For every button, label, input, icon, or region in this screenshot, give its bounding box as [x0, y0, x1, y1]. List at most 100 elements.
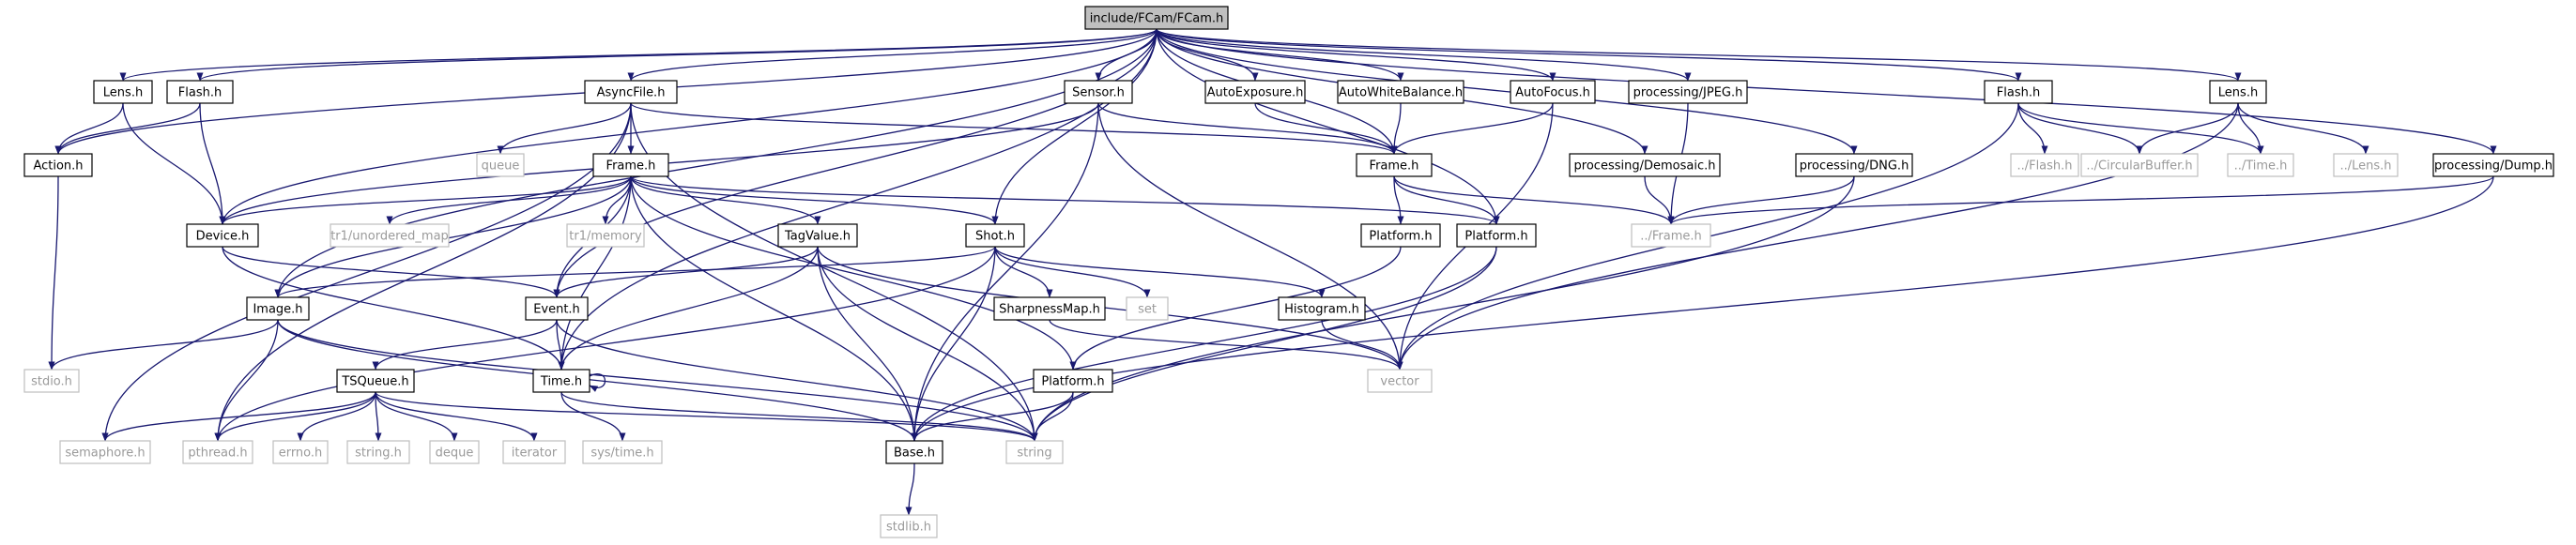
- edge-Image-to-stdio: [48, 319, 279, 371]
- edge-TSQueue-to-semaphore: [101, 391, 376, 442]
- edge-procDemosaic-to-relFrame: [1644, 175, 1675, 225]
- node-Frame[interactable]: Frame.h: [1356, 153, 1433, 177]
- node-unordered: tr1/unordered_map: [330, 223, 450, 248]
- node-box: [582, 440, 663, 464]
- node-Flash2[interactable]: Flash.h: [1984, 80, 2053, 104]
- node-box: [23, 369, 80, 393]
- node-AsyncFile[interactable]: AsyncFile.h: [584, 80, 678, 104]
- node-PlatformB[interactable]: Platform.h: [1456, 223, 1537, 248]
- node-label: Platform.h: [1369, 230, 1432, 244]
- node-Action[interactable]: Action.h: [23, 153, 93, 177]
- node-label: Flash.h: [178, 86, 222, 100]
- edge-PlatformB-to-Base: [911, 246, 1497, 442]
- edge-Base-to-stdlib: [905, 462, 915, 516]
- edge-Shot-to-Sharpness: [994, 246, 1053, 298]
- edge-FCam-to-procDNG: [1156, 28, 1858, 155]
- node-Time[interactable]: Time.h: [532, 369, 590, 393]
- edge-AsyncFile-to-Frame: [630, 102, 1398, 155]
- edge-AutoExposure-to-Frame: [1254, 102, 1398, 155]
- edge-TagValue-to-vector: [817, 246, 1403, 371]
- node-procDemosaic[interactable]: processing/Demosaic.h: [1569, 153, 1721, 177]
- node-Flash1[interactable]: Flash.h: [166, 80, 234, 104]
- edge-Sensor-to-Frame: [1097, 102, 1398, 155]
- edge-Shot-to-pthread: [214, 246, 996, 442]
- edge-FCam-to-Image: [274, 28, 1158, 298]
- edge-Lens2-to-vector: [1396, 102, 2239, 371]
- edge-PlatformA-to-PlatformC: [1069, 246, 1402, 371]
- node-box: [1356, 153, 1433, 177]
- node-AutoExposure[interactable]: AutoExposure.h: [1204, 80, 1306, 104]
- node-Lens2[interactable]: Lens.h: [2209, 80, 2267, 104]
- node-box: [2333, 153, 2399, 177]
- edge-Time-to-string: [560, 391, 1038, 442]
- node-TSQueue[interactable]: TSQueue.h: [336, 369, 415, 393]
- node-PlatformC[interactable]: Platform.h: [1033, 369, 1113, 393]
- edge-FCam-to-Lens1: [119, 28, 1158, 82]
- node-label: Shot.h: [975, 230, 1015, 244]
- node-iterator: iterator: [502, 440, 566, 464]
- edge-Shot-to-Histogram: [994, 246, 1326, 298]
- node-TagValue[interactable]: TagValue.h: [777, 223, 858, 248]
- node-label: AutoWhiteBalance.h: [1339, 86, 1463, 100]
- node-Sensor[interactable]: Sensor.h: [1064, 80, 1133, 104]
- node-procDNG[interactable]: processing/DNG.h: [1795, 153, 1913, 177]
- node-label: ../CircularBuffer.h: [2086, 159, 2192, 174]
- node-procJPEG[interactable]: processing/JPEG.h: [1628, 80, 1748, 104]
- node-label: Platform.h: [1041, 375, 1104, 389]
- edge-Flash1-to-Action: [54, 102, 201, 155]
- node-box: [1631, 223, 1711, 248]
- node-box: [23, 153, 93, 177]
- node-box: [1360, 223, 1441, 248]
- edge-Lens2-to-relLens: [2237, 102, 2369, 155]
- node-PlatformA[interactable]: Platform.h: [1360, 223, 1441, 248]
- node-box: [476, 153, 525, 177]
- node-Shot[interactable]: Shot.h: [965, 223, 1025, 248]
- node-Image[interactable]: Image.h: [246, 296, 310, 321]
- node-Device[interactable]: Device.h: [186, 223, 259, 248]
- edge-FCam-to-Shot: [991, 28, 1158, 225]
- node-pthread: pthread.h: [182, 440, 253, 464]
- edge-FrameF-to-Device: [219, 175, 632, 225]
- node-FrameF[interactable]: Frame.h: [592, 153, 669, 177]
- edge-TSQueue-to-string: [375, 391, 1038, 442]
- node-Histogram[interactable]: Histogram.h: [1278, 296, 1366, 321]
- node-box: [965, 223, 1025, 248]
- node-label: deque: [436, 447, 474, 461]
- edge-TSQueue-to-stringh: [375, 391, 382, 442]
- edge-Frame-to-relFrame: [1393, 175, 1675, 225]
- node-box: [182, 440, 253, 464]
- node-label: Time.h: [540, 375, 582, 389]
- node-relLens: ../Lens.h: [2333, 153, 2399, 177]
- node-AutoWhiteBalance[interactable]: AutoWhiteBalance.h: [1337, 80, 1464, 104]
- node-box: [59, 440, 151, 464]
- node-stringh: string.h: [346, 440, 410, 464]
- edge-Event-to-TSQueue: [372, 319, 558, 371]
- edge-FCam-to-PlatformB: [1156, 28, 1500, 225]
- node-procDump[interactable]: processing/Dump.h: [2432, 153, 2554, 177]
- node-Sharpness[interactable]: SharpnessMap.h: [993, 296, 1106, 321]
- node-box: [1984, 80, 2053, 104]
- edge-FCam-to-Flash2: [1156, 28, 2022, 82]
- node-box: [2209, 80, 2267, 104]
- edge-TSQueue-to-pthread: [214, 391, 376, 442]
- node-Event[interactable]: Event.h: [525, 296, 589, 321]
- node-box: [2432, 153, 2554, 177]
- node-label: TagValue.h: [784, 230, 851, 244]
- node-Base[interactable]: Base.h: [885, 440, 943, 464]
- edge-FrameF-to-TagValue: [630, 175, 821, 225]
- node-stdlib: stdlib.h: [880, 514, 938, 538]
- node-label: Flash.h: [1997, 86, 2040, 100]
- node-Lens1[interactable]: Lens.h: [93, 80, 153, 104]
- node-box: [1795, 153, 1913, 177]
- node-box: [1278, 296, 1366, 321]
- node-queue: queue: [476, 153, 525, 177]
- node-label: Sensor.h: [1072, 86, 1125, 100]
- node-box: [592, 153, 669, 177]
- node-FCam[interactable]: include/FCam/FCam.h: [1084, 6, 1229, 30]
- edge-Lens2-to-relTime: [2237, 102, 2264, 155]
- node-AutoFocus[interactable]: AutoFocus.h: [1510, 80, 1596, 104]
- node-label: tr1/unordered_map: [330, 230, 449, 244]
- node-label: semaphore.h: [65, 447, 145, 461]
- edge-FCam-to-AsyncFile: [627, 28, 1158, 82]
